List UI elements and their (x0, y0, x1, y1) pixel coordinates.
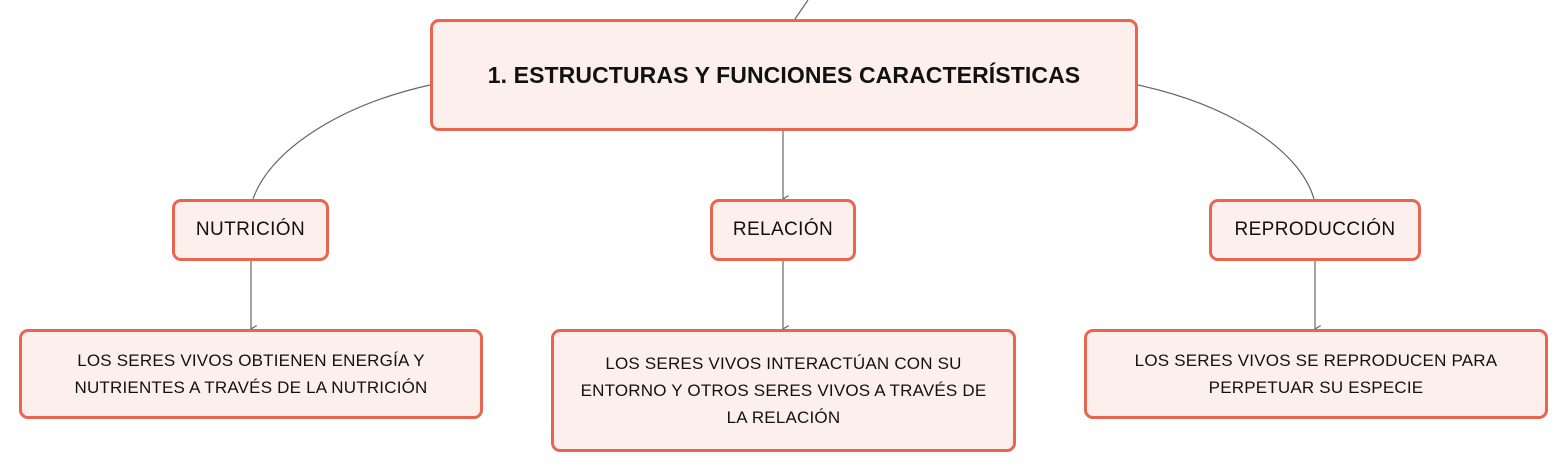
detail-node-nutricion[interactable]: LOS SERES VIVOS OBTIENEN ENERGÍA Y NUTRI… (19, 329, 483, 419)
category-label-reproduccion: REPRODUCCIÓN (1234, 219, 1396, 240)
detail-text-reproduccion: LOS SERES VIVOS SE REPRODUCEN PARA PERPE… (1134, 351, 1498, 397)
category-node-reproduccion[interactable]: REPRODUCCIÓN (1209, 199, 1421, 261)
detail-text-relacion: LOS SERES VIVOS INTERACTÚAN CON SU ENTOR… (580, 354, 987, 427)
category-node-nutricion[interactable]: NUTRICIÓN (172, 199, 329, 261)
connector-root-to-reproduccion (1137, 84, 1315, 200)
root-topic-node[interactable]: 1. ESTRUCTURAS Y FUNCIONES CARACTERÍSTIC… (430, 19, 1138, 131)
root-topic-label: 1. ESTRUCTURAS Y FUNCIONES CARACTERÍSTIC… (487, 61, 1081, 88)
category-label-relacion: RELACIÓN (732, 219, 834, 240)
connector-root-to-nutricion (252, 84, 431, 200)
connector-parent-to-root (794, 0, 809, 20)
detail-text-nutricion: LOS SERES VIVOS OBTIENEN ENERGÍA Y NUTRI… (74, 351, 428, 397)
detail-node-relacion[interactable]: LOS SERES VIVOS INTERACTÚAN CON SU ENTOR… (551, 329, 1016, 452)
category-node-relacion[interactable]: RELACIÓN (710, 199, 856, 261)
detail-node-reproduccion[interactable]: LOS SERES VIVOS SE REPRODUCEN PARA PERPE… (1084, 329, 1548, 419)
category-label-nutricion: NUTRICIÓN (195, 219, 306, 240)
